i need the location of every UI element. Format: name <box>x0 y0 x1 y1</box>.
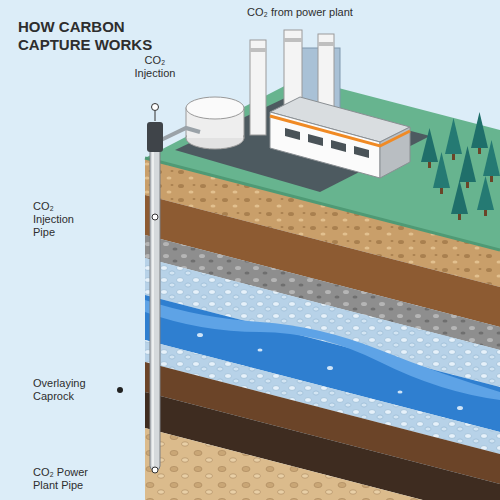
leader-dot <box>152 214 158 220</box>
orange-stripe <box>270 116 410 146</box>
label-anchor: CO₂ from power plant <box>225 6 375 19</box>
tree <box>421 128 438 168</box>
window <box>354 146 369 158</box>
tree <box>445 118 462 160</box>
tank-top <box>186 97 244 119</box>
bubble <box>258 348 263 351</box>
stack-band <box>250 48 266 52</box>
injection-head <box>147 122 163 152</box>
label-anchor: Overlaying Caprock <box>33 377 97 403</box>
label-anchor: HOW CARBON CAPTURE WORKS <box>18 18 158 54</box>
tree <box>451 180 468 220</box>
leader-dot <box>152 104 159 111</box>
tree <box>483 140 500 182</box>
diagram-title: HOW CARBON CAPTURE WORKS <box>18 18 158 54</box>
tree <box>433 152 450 194</box>
tree <box>477 176 494 216</box>
label-anchor: CO₂ Injection <box>125 54 185 80</box>
stack-band <box>318 42 334 46</box>
bubble <box>197 333 203 337</box>
bubble <box>457 406 463 410</box>
plant-label: CO₂ from power plant <box>225 6 375 19</box>
sand-layer <box>145 428 500 500</box>
callout-label: CO₂ Power Plant Pipe <box>33 466 103 492</box>
bubble <box>327 366 333 370</box>
windows <box>285 128 369 158</box>
window <box>308 134 323 146</box>
surface-pipe <box>161 128 200 140</box>
strata <box>145 158 500 500</box>
label-anchor: CO₂ Injection Pipe <box>33 200 91 239</box>
pipe-highlight <box>152 150 154 466</box>
tree <box>459 146 476 188</box>
leader-line <box>155 111 156 121</box>
leader-dot <box>117 387 123 393</box>
trees <box>421 112 500 220</box>
tree <box>471 112 488 154</box>
bubble <box>398 390 403 393</box>
callout-label: CO₂ Injection <box>125 54 185 80</box>
stack-band <box>284 38 302 42</box>
callout-label: CO₂ Injection Pipe <box>33 200 91 239</box>
injection-pipe <box>150 148 160 470</box>
leader-dot <box>152 467 158 473</box>
callout-label: Overlaying Caprock <box>33 377 97 403</box>
label-anchor: CO₂ Power Plant Pipe <box>33 466 103 492</box>
window <box>331 140 346 152</box>
storage-tank <box>186 97 244 149</box>
window <box>285 128 300 140</box>
smokestack <box>250 40 266 135</box>
plant-building <box>270 97 410 178</box>
plant-pad <box>175 98 430 192</box>
